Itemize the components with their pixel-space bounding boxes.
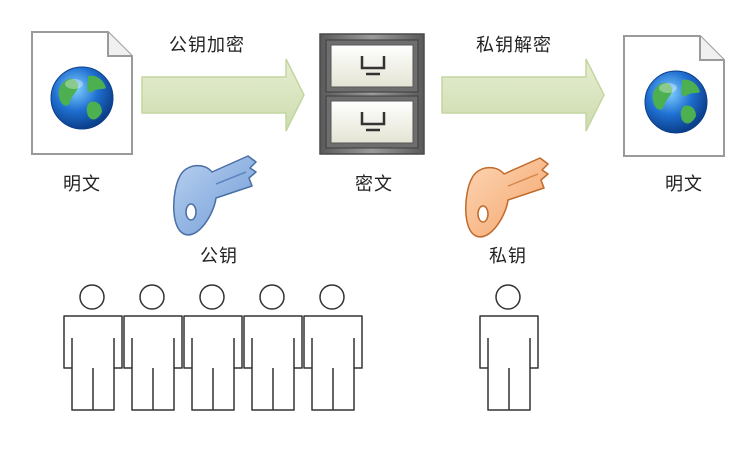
- globe-icon: [644, 70, 708, 134]
- globe-icon: [50, 66, 114, 130]
- plaintext-right-label: 明文: [665, 174, 703, 195]
- plaintext-document-right: [623, 35, 725, 157]
- file-cabinet-icon: [319, 33, 425, 155]
- private-key-label: 私钥: [489, 246, 527, 267]
- person-icon: [479, 284, 539, 411]
- decrypt-arrow: [441, 58, 605, 132]
- private-key-icon: [465, 157, 549, 238]
- public-key-label: 公钥: [200, 246, 238, 267]
- encrypt-step-label: 公钥加密: [169, 35, 245, 56]
- person-icon: [303, 284, 363, 411]
- encrypt-arrow: [141, 58, 305, 132]
- public-key-icon: [173, 155, 257, 236]
- public-key-holders-group: [63, 284, 363, 411]
- person-icon: [63, 284, 123, 411]
- person-icon: [243, 284, 303, 411]
- person-icon: [123, 284, 183, 411]
- decrypt-step-label: 私钥解密: [476, 35, 552, 56]
- plaintext-document-left: [31, 31, 133, 155]
- person-icon: [183, 284, 243, 411]
- ciphertext-label: 密文: [355, 174, 393, 195]
- plaintext-left-label: 明文: [63, 174, 101, 195]
- private-key-holder: [479, 284, 539, 411]
